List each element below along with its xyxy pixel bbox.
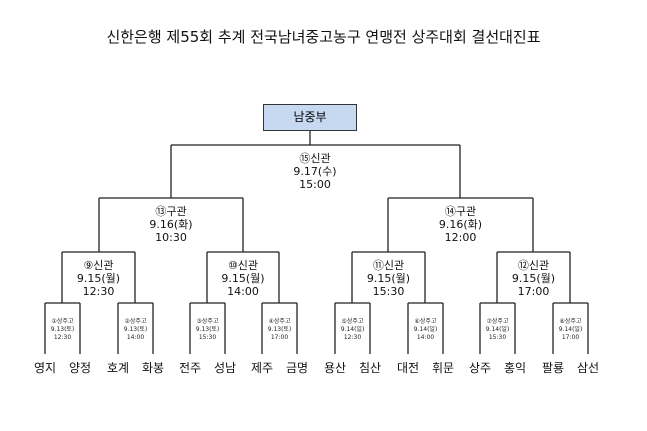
- first-match-venue: ⑧상주고: [559, 318, 582, 325]
- semi-match-date: 9.16(화): [438, 218, 483, 231]
- team-name: 호계: [106, 361, 130, 375]
- first-match-time: 12:30: [343, 334, 362, 341]
- first-match-date: 9.14(일): [485, 326, 510, 333]
- first-match-venue: ⑤상주고: [341, 318, 364, 325]
- final-match-date: 9.17(수): [293, 165, 337, 178]
- first-match-venue: ①상주고: [51, 318, 74, 325]
- first-match-time: 15:30: [198, 334, 217, 341]
- final-match-time: 15:00: [299, 178, 331, 191]
- team-name: 제주: [250, 361, 274, 375]
- first-match-date: 9.13(토): [123, 326, 148, 333]
- team-name: 팔룡: [541, 361, 565, 375]
- first-match-date: 9.14(일): [340, 326, 365, 333]
- semi-match-time: 12:00: [444, 231, 477, 244]
- team-name: 화봉: [141, 361, 165, 375]
- quarter-match-date: 9.15(월): [366, 272, 411, 285]
- first-match-time: 14:00: [126, 334, 145, 341]
- first-match-venue: ③상주고: [196, 318, 219, 325]
- team-name: 영지: [33, 361, 57, 375]
- quarter-match-venue: ⑫신관: [517, 259, 550, 272]
- quarter-match-venue: ⑪신관: [372, 259, 405, 272]
- first-match-venue: ⑥상주고: [414, 318, 437, 325]
- first-match-venue: ④상주고: [268, 318, 291, 325]
- quarter-match-time: 14:00: [227, 285, 259, 298]
- team-name: 삼선: [576, 361, 600, 375]
- first-match-venue: ⑦상주고: [486, 318, 509, 325]
- team-name: 금명: [285, 361, 309, 375]
- quarter-match-time: 12:30: [82, 285, 115, 298]
- page-title: 신한은행 제55회 추계 전국남녀중고농구 연맹전 상주대회 결선대진표: [106, 28, 541, 46]
- quarter-match-venue: ⑨신관: [83, 259, 114, 272]
- quarter-match-venue: ⑩신관: [227, 259, 259, 272]
- quarter-match-date: 9.15(월): [511, 272, 556, 285]
- semi-match-time: 10:30: [155, 231, 187, 244]
- team-name: 양정: [68, 361, 92, 375]
- team-name: 성남: [213, 361, 237, 375]
- first-match-time: 12:30: [53, 334, 72, 341]
- team-name: 침산: [358, 361, 382, 375]
- first-match-date: 9.13(토): [50, 326, 75, 333]
- first-match-time: 14:00: [416, 334, 435, 341]
- team-name: 상주: [468, 361, 492, 375]
- first-match-time: 17:00: [561, 334, 580, 341]
- quarter-match-date: 9.15(월): [76, 272, 121, 285]
- quarter-match-date: 9.15(월): [221, 272, 265, 285]
- semi-match-venue: ⑭구관: [444, 205, 477, 218]
- team-name: 대전: [396, 361, 420, 375]
- first-match-date: 9.13(토): [195, 326, 220, 333]
- team-name: 전주: [178, 361, 202, 375]
- semi-match-date: 9.16(화): [149, 218, 193, 231]
- first-match-venue: ②상주고: [124, 318, 147, 325]
- first-match-date: 9.14(일): [413, 326, 438, 333]
- first-match-date: 9.14(일): [558, 326, 583, 333]
- semi-match-venue: ⑬구관: [155, 205, 187, 218]
- quarter-match-time: 15:30: [372, 285, 405, 298]
- team-name: 홍익: [503, 361, 527, 375]
- first-match-time: 15:30: [488, 334, 507, 341]
- first-match-time: 17:00: [270, 334, 289, 341]
- final-match-venue: ⑮신관: [299, 152, 331, 165]
- team-name: 휘문: [431, 361, 455, 375]
- first-match-date: 9.13(토): [267, 326, 292, 333]
- quarter-match-time: 17:00: [517, 285, 550, 298]
- division-box: 남중부: [263, 104, 357, 131]
- team-name: 용산: [323, 361, 347, 375]
